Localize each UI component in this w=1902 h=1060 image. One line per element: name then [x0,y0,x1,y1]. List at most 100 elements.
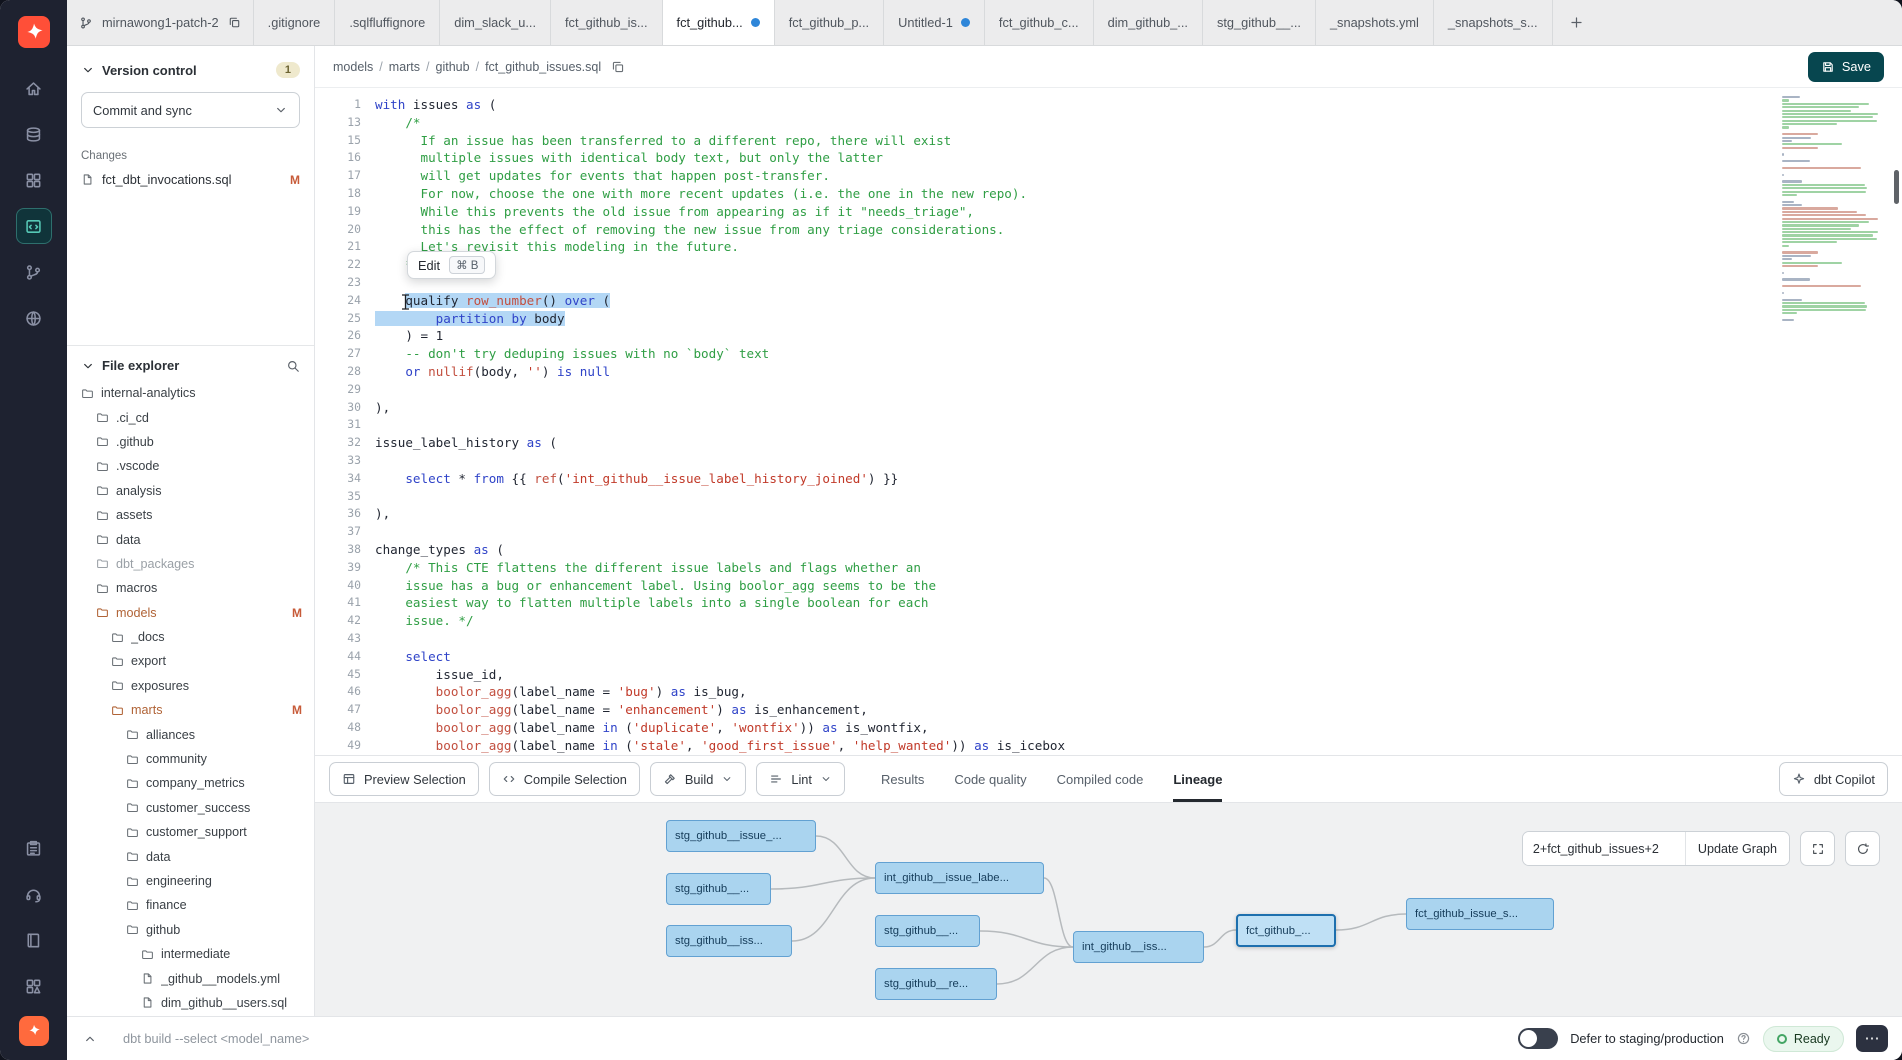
lint-button[interactable]: Lint [756,762,845,796]
user-avatar[interactable] [19,1016,49,1046]
command-input[interactable] [123,1031,1506,1046]
rail-docs-button[interactable] [16,300,52,336]
build-button[interactable]: Build [650,762,746,796]
breadcrumb-segment[interactable]: marts [389,60,420,74]
rail-support-button[interactable] [16,876,52,912]
tree-item-analysis[interactable]: analysis [67,479,314,503]
code-line[interactable]: 38change_types as ( [315,541,1902,559]
code-line[interactable]: 19 While this prevents the old issue fro… [315,203,1902,221]
code-line[interactable]: 43 [315,630,1902,648]
file-tab-1[interactable]: .gitignore [254,0,336,45]
save-button[interactable]: Save [1808,52,1884,82]
code-line[interactable]: 37 [315,523,1902,541]
tree-item-data[interactable]: data [67,527,314,551]
tree-item-_docs[interactable]: _docs [67,625,314,649]
breadcrumb-segment[interactable]: github [436,60,470,74]
code-line[interactable]: 23 [315,274,1902,292]
tree-item-models[interactable]: modelsM [67,601,314,625]
code-line[interactable]: 41 easiest way to flatten multiple label… [315,594,1902,612]
code-line[interactable]: 17 will get updates for events that happ… [315,167,1902,185]
compile-selection-button[interactable]: Compile Selection [489,762,640,796]
file-tab-6[interactable]: fct_github_p... [775,0,884,45]
tree-item-macros[interactable]: macros [67,576,314,600]
new-tab-button[interactable] [1563,9,1591,37]
code-line[interactable]: 29 [315,381,1902,399]
code-line[interactable]: 34 select * from {{ ref('int_github__iss… [315,470,1902,488]
more-options-button[interactable]: ⋯ [1856,1025,1888,1052]
rail-apps-button[interactable] [16,162,52,198]
lineage-node-stg_github__iss[interactable]: stg_github__iss... [666,925,792,957]
tree-item-company_metrics[interactable]: company_metrics [67,771,314,795]
rail-widgets-button[interactable] [16,968,52,1004]
code-line[interactable]: 15 If an issue has been transferred to a… [315,132,1902,150]
file-tab-11[interactable]: _snapshots.yml [1316,0,1434,45]
tree-item-dbt_packages[interactable]: dbt_packages [67,552,314,576]
tree-item-_github__models.yml[interactable]: _github__models.yml [67,966,314,990]
tree-item-customer_support[interactable]: customer_support [67,820,314,844]
file-explorer-header[interactable]: File explorer [67,358,314,373]
scrollbar-thumb[interactable] [1894,170,1899,204]
panel-tab-results[interactable]: Results [881,756,924,802]
code-line[interactable]: 42 issue. */ [315,612,1902,630]
code-line[interactable]: 26 ) = 1 [315,327,1902,345]
tree-item-internal-analytics[interactable]: internal-analytics [67,381,314,405]
file-tab-12[interactable]: _snapshots_s... [1434,0,1553,45]
file-tab-7[interactable]: Untitled-1 [884,0,985,45]
code-line[interactable]: 28 or nullif(body, '') is null [315,363,1902,381]
rail-develop-button[interactable] [16,208,52,244]
fullscreen-button[interactable] [1800,831,1835,866]
lineage-node-int_github__iss[interactable]: int_github__iss... [1073,931,1204,963]
code-line[interactable]: 20 this has the effect of removing the n… [315,221,1902,239]
code-line[interactable]: 49 boolor_agg(label_name in ('stale', 'g… [315,737,1902,755]
tree-item-.ci_cd[interactable]: .ci_cd [67,405,314,429]
commit-and-sync-button[interactable]: Commit and sync [81,92,300,128]
copy-path-icon[interactable] [611,60,625,74]
lineage-node-fct_github_[interactable]: fct_github_... [1236,914,1336,947]
code-line[interactable]: 22 */ [315,256,1902,274]
code-line[interactable]: 32issue_label_history as ( [315,434,1902,452]
breadcrumb-segment[interactable]: fct_github_issues.sql [485,60,601,74]
tree-item-engineering[interactable]: engineering [67,869,314,893]
code-editor[interactable]: 1with issues as (13 /*15 If an issue has… [315,88,1902,755]
tree-item-.vscode[interactable]: .vscode [67,454,314,478]
expand-command-panel-button[interactable] [77,1026,103,1052]
tree-item-data[interactable]: data [67,844,314,868]
breadcrumb-segment[interactable]: models [333,60,373,74]
code-line[interactable]: 16 multiple issues with identical body t… [315,149,1902,167]
rail-deploy-button[interactable] [16,254,52,290]
defer-toggle[interactable] [1518,1028,1558,1049]
code-line[interactable]: 33 [315,452,1902,470]
code-line[interactable]: 21 Let's revisit this modeling in the fu… [315,238,1902,256]
minimap[interactable] [1782,96,1884,322]
tree-item-alliances[interactable]: alliances [67,722,314,746]
file-tab-4[interactable]: fct_github_is... [551,0,663,45]
tree-item-community[interactable]: community [67,747,314,771]
version-control-header[interactable]: Version control 1 [81,62,300,78]
code-line[interactable]: 47 boolor_agg(label_name = 'enhancement'… [315,701,1902,719]
branch-tab[interactable]: mirnawong1-patch-2 [67,0,254,45]
code-line[interactable]: 48 boolor_agg(label_name in ('duplicate'… [315,719,1902,737]
tree-item-export[interactable]: export [67,649,314,673]
editor-scrollbar[interactable] [1890,88,1900,755]
lineage-node-stg_github__issue_[interactable]: stg_github__issue_... [666,820,816,852]
panel-tab-code-quality[interactable]: Code quality [954,756,1026,802]
refresh-graph-button[interactable] [1845,831,1880,866]
dbt-copilot-button[interactable]: dbt Copilot [1779,762,1888,796]
panel-tab-lineage[interactable]: Lineage [1173,756,1222,802]
code-line[interactable]: 13 /* [315,114,1902,132]
help-icon[interactable] [1736,1031,1751,1046]
tree-item-exposures[interactable]: exposures [67,674,314,698]
tree-item-intermediate[interactable]: intermediate [67,942,314,966]
lineage-node-int_github__issue_labe[interactable]: int_github__issue_labe... [875,862,1044,894]
code-line[interactable]: 30), [315,399,1902,417]
lineage-node-fct_github_issue_s[interactable]: fct_github_issue_s... [1406,898,1554,930]
code-line[interactable]: 44 select [315,648,1902,666]
code-line[interactable]: 31 [315,416,1902,434]
code-line[interactable]: 27 -- don't try deduping issues with no … [315,345,1902,363]
edit-tooltip[interactable]: Edit ⌘ B [407,251,496,279]
preview-selection-button[interactable]: Preview Selection [329,762,479,796]
code-line[interactable]: 1with issues as ( [315,96,1902,114]
tree-item-github[interactable]: github [67,918,314,942]
code-line[interactable]: 25 partition by body [315,310,1902,328]
file-tab-10[interactable]: stg_github__... [1203,0,1316,45]
